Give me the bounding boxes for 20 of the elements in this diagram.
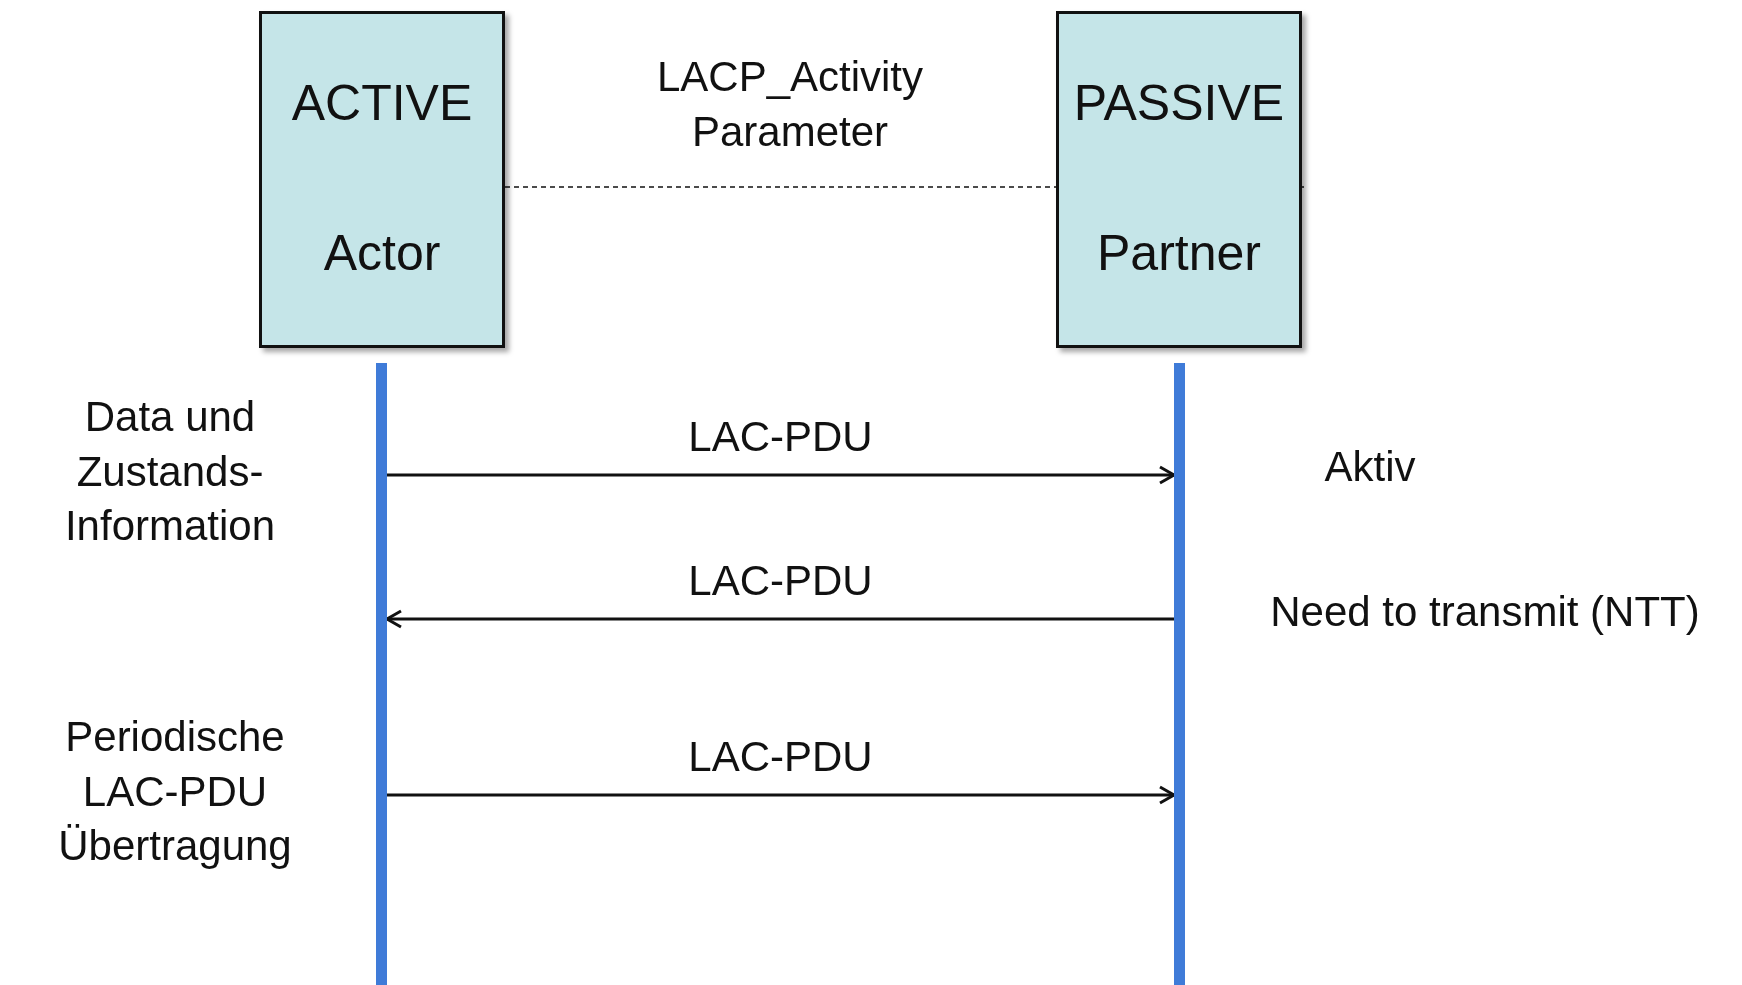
edge-label: LAC-PDU: [687, 557, 874, 605]
arrow: [387, 785, 1176, 805]
arrow: [385, 609, 1174, 629]
lifeline-bar: [1174, 363, 1185, 985]
role-label: Actor: [322, 226, 442, 281]
note-text: Periodische LAC-PDU Übertragung: [57, 712, 293, 872]
parameter-label: LACP_Activity Parameter: [655, 52, 925, 157]
state-label: PASSIVE: [1072, 76, 1286, 131]
edge-label: LAC-PDU: [687, 733, 874, 781]
participant-box: [1056, 11, 1302, 348]
dashed-line: [504, 186, 1057, 188]
arrow: [387, 465, 1176, 485]
note-text: Need to transmit (NTT): [1269, 587, 1701, 637]
lifeline-bar: [376, 363, 387, 985]
edge-label: LAC-PDU: [687, 413, 874, 461]
state-text: Aktiv: [1323, 442, 1417, 492]
state-label: ACTIVE: [290, 76, 474, 131]
role-label: Partner: [1096, 226, 1262, 281]
note-text: Data und Zustands-Information: [63, 392, 277, 552]
participant-box: [259, 11, 505, 348]
